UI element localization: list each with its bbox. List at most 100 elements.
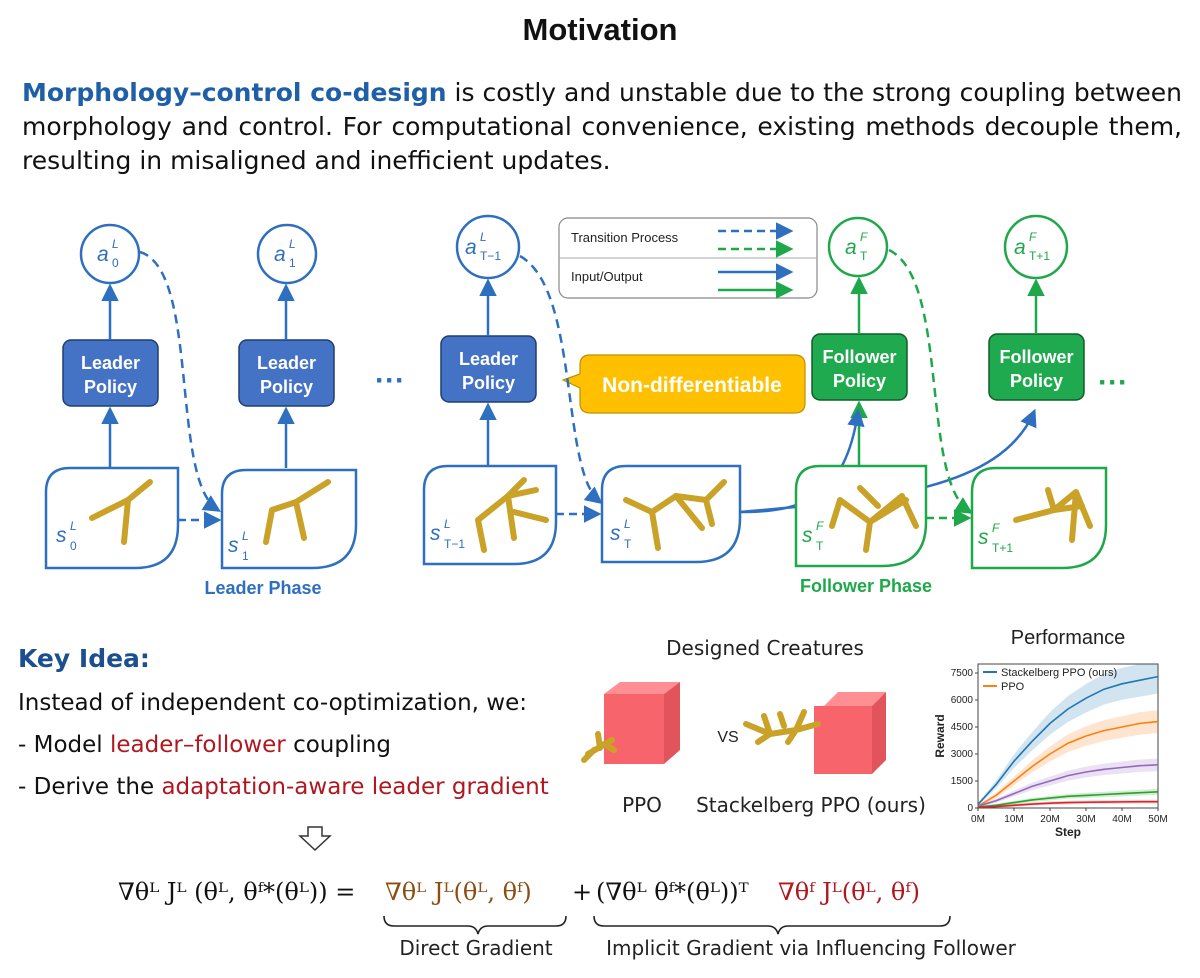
svg-text:s: s	[978, 526, 989, 549]
leader-ellipsis: ···	[375, 364, 405, 397]
svg-text:F: F	[816, 519, 824, 533]
svg-text:a: a	[465, 236, 477, 259]
svg-text:F: F	[1029, 230, 1037, 244]
svg-text:1: 1	[242, 549, 249, 563]
svg-text:L: L	[480, 230, 487, 244]
follower-ellipsis: ···	[1098, 366, 1128, 399]
creature-right-label: Stackelberg PPO (ours)	[696, 793, 926, 817]
svg-text:s: s	[56, 524, 67, 547]
x-tick-label: 20M	[1040, 814, 1059, 825]
svg-text:T: T	[860, 249, 868, 263]
y-tick-label: 1500	[951, 776, 974, 787]
action-circle-aT+1: a F T+1	[1003, 214, 1069, 280]
follower-policy-box-2: Follower Policy	[988, 333, 1085, 401]
svg-text:T: T	[816, 539, 824, 553]
stackelberg-creature-cube	[743, 692, 886, 774]
svg-text:a: a	[274, 243, 286, 266]
y-tick-label: 4500	[951, 722, 974, 733]
svg-text:s: s	[802, 524, 813, 547]
svg-text:T+1: T+1	[992, 541, 1013, 555]
action-circle-a1: a L 1	[256, 223, 318, 285]
ppo-creature-cube	[581, 682, 680, 764]
svg-text:L: L	[444, 517, 451, 531]
svg-text:0: 0	[112, 256, 119, 270]
y-axis-label: Reward	[933, 714, 947, 757]
x-tick-label: 10M	[1004, 814, 1023, 825]
svg-text:F: F	[860, 230, 868, 244]
x-tick-label: 30M	[1076, 814, 1095, 825]
state-box-sT-leader	[600, 464, 742, 564]
intro-paragraph: Morphology–control co-design is costly a…	[22, 76, 1182, 178]
direct-gradient-label: Direct Gradient	[399, 936, 553, 960]
svg-text:Policy: Policy	[84, 377, 137, 397]
svg-text:Leader: Leader	[257, 353, 316, 373]
formula-plus: +	[572, 878, 593, 906]
svg-text:Policy: Policy	[1010, 371, 1063, 391]
down-arrow-icon	[298, 826, 332, 852]
svg-text:T−1: T−1	[444, 537, 465, 551]
svg-text:a: a	[845, 236, 857, 259]
formula-implicit-gradient: ∇θᶠ Jᴸ(θᴸ, θᶠ)	[778, 878, 921, 906]
chart-plot-area	[977, 663, 1159, 809]
legend-label-0: Stackelberg PPO (ours)	[1001, 667, 1117, 679]
implicit-gradient-label: Implicit Gradient via Influencing Follow…	[606, 936, 1016, 960]
intro-text: is costly and unstable due to the strong…	[22, 78, 1182, 175]
svg-text:Policy: Policy	[260, 377, 313, 397]
intro-highlight: Morphology–control co-design	[22, 78, 447, 107]
key-idea-heading: Key Idea:	[18, 644, 150, 673]
svg-text:T−1: T−1	[480, 249, 501, 263]
follower-policy-box-1: Follower Policy	[811, 333, 908, 401]
action-circle-aT: a F T	[827, 216, 889, 278]
creature-left-label: PPO	[622, 793, 662, 817]
action-circle-aT-1: a L T−1	[455, 214, 521, 280]
svg-text:Leader: Leader	[81, 353, 140, 373]
svg-text:L: L	[289, 237, 296, 251]
leader-policy-box-1: Leader Policy	[62, 339, 159, 407]
vs-label: VS	[717, 729, 738, 746]
svg-text:Policy: Policy	[833, 371, 886, 391]
y-tick-label: 7500	[951, 668, 974, 679]
state-box-s0	[44, 466, 180, 570]
state-box-s1	[220, 468, 358, 570]
creatures-title: Designed Creatures	[666, 636, 864, 660]
svg-text:s: s	[610, 522, 621, 545]
formula-braces	[383, 915, 951, 935]
non-differentiable-callout: Non-differentiable	[561, 354, 806, 414]
svg-text:L: L	[624, 517, 631, 531]
leader-policy-box-3: Leader Policy	[440, 335, 537, 403]
svg-text:Leader: Leader	[459, 349, 518, 369]
x-axis-label: Step	[1055, 825, 1081, 839]
svg-text:s: s	[430, 522, 441, 545]
series-band-0	[978, 664, 1158, 806]
legend-label-1: PPO	[1001, 681, 1025, 693]
x-tick-label: 0M	[971, 814, 985, 825]
svg-text:s: s	[228, 534, 239, 557]
chart-title: Performance	[1011, 627, 1126, 649]
leader-policy-box-2: Leader Policy	[238, 339, 335, 407]
state-labels: s L 0 s L 1 s L T−1 s L T s F T s F T+1	[56, 517, 1013, 563]
svg-text:T+1: T+1	[1029, 249, 1050, 263]
svg-text:F: F	[992, 521, 1000, 535]
x-tick-label: 50M	[1148, 814, 1167, 825]
series-band-2	[978, 758, 1158, 808]
series-line-2	[977, 764, 1159, 807]
key-idea-line: Instead of independent co-optimization, …	[18, 690, 527, 716]
svg-text:Non-differentiable: Non-differentiable	[602, 374, 782, 397]
svg-text:L: L	[70, 519, 77, 533]
creature-sketches	[89, 477, 1093, 553]
svg-text:Follower: Follower	[822, 347, 896, 367]
x-tick-label: 40M	[1112, 814, 1131, 825]
svg-text:Follower: Follower	[999, 347, 1073, 367]
leader-phase-label: Leader Phase	[204, 578, 321, 598]
series-line-1	[977, 720, 1159, 807]
svg-text:Policy: Policy	[462, 373, 515, 393]
svg-text:a: a	[1014, 236, 1026, 259]
legend-io-label: Input/Output	[571, 269, 643, 284]
action-circle-a0: a L 0	[79, 223, 141, 285]
svg-text:0: 0	[70, 539, 77, 553]
series-line-3	[977, 791, 1159, 808]
legend-box: Transition Process Input/Output	[558, 217, 818, 299]
y-tick-label: 3000	[951, 749, 974, 760]
co-design-diagram: a L 0 a L 1 a L T−1 a F T a F T+1 Transi…	[44, 214, 1128, 598]
